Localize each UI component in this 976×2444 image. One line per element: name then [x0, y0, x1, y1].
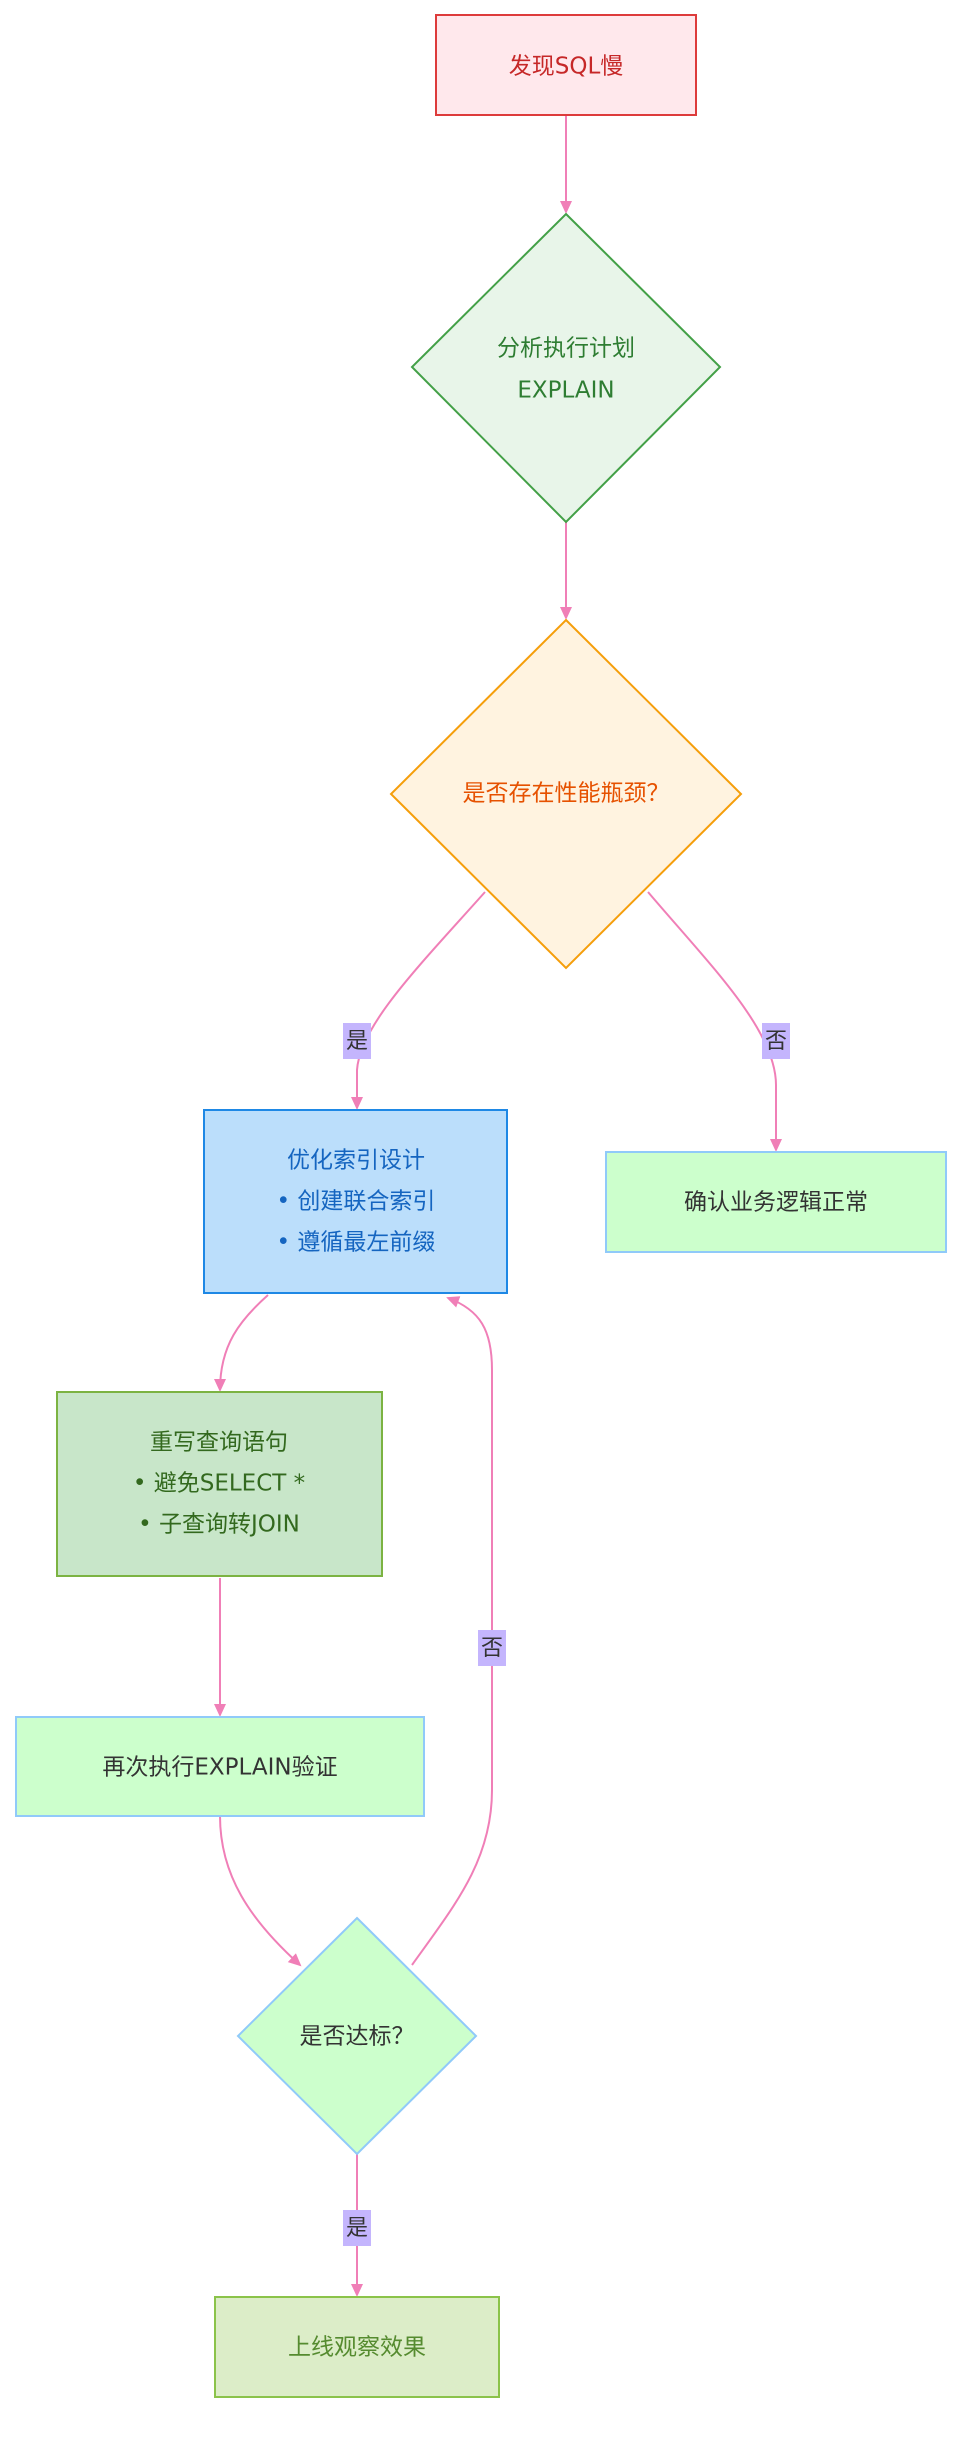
node-confirm-logic[interactable]: 确认业务逻辑正常 [605, 1151, 947, 1253]
node-find-slow-sql[interactable]: 发现SQL慢 [435, 14, 697, 116]
node-optimize-index[interactable]: 优化索引设计 • 创建联合索引 • 遵循最左前缀 [203, 1109, 508, 1294]
edge-label-bottleneck-yes-text: 是 [346, 1029, 368, 1054]
edge-label-bottleneck-yes: 是 [343, 1023, 371, 1059]
node-analyze-plan[interactable]: 分析执行计划 EXPLAIN [410, 212, 722, 524]
edge-target-to-optimize [411, 1296, 493, 1966]
node-rewrite-query-line-2: • 避免SELECT * [133, 1471, 305, 1497]
edges [214, 115, 782, 2297]
node-rewrite-query-line-1: 重写查询语句 [150, 1430, 288, 1456]
node-re-explain[interactable]: 再次执行EXPLAIN验证 [15, 1716, 425, 1817]
edge-label-bottleneck-no: 否 [762, 1023, 790, 1059]
node-meets-target-label: 是否达标？ [300, 2024, 415, 2050]
edge-label-target-no: 否 [478, 1630, 506, 1666]
node-confirm-logic-label: 确认业务逻辑正常 [684, 1190, 868, 1216]
edge-label-target-yes-text: 是 [346, 2216, 368, 2241]
node-find-slow-sql-label: 发现SQL慢 [509, 54, 624, 80]
edge-reexplain-to-target [219, 1815, 302, 1967]
node-optimize-index-line-3: • 遵循最左前缀 [277, 1230, 436, 1256]
node-analyze-plan-line-1: 分析执行计划 [497, 336, 635, 362]
node-analyze-plan-line-2: EXPLAIN [517, 378, 614, 404]
node-deploy[interactable]: 上线观察效果 [214, 2296, 500, 2398]
edge-optimize-to-rewrite [214, 1294, 269, 1392]
node-re-explain-label: 再次执行EXPLAIN验证 [102, 1755, 337, 1781]
node-optimize-index-line-2: • 创建联合索引 [277, 1189, 436, 1215]
node-rewrite-query-line-3: • 子查询转JOIN [138, 1512, 300, 1538]
edge-label-target-yes: 是 [343, 2210, 371, 2246]
edge-label-target-no-text: 否 [481, 1636, 503, 1661]
node-deploy-label: 上线观察效果 [288, 2335, 426, 2361]
edge-label-bottleneck-no-text: 否 [765, 1029, 787, 1054]
edge-bottleneck-to-confirm [647, 891, 782, 1152]
node-bottleneck-label: 是否存在性能瓶颈？ [463, 781, 670, 807]
node-meets-target-decision[interactable]: 是否达标？ [236, 1916, 478, 2156]
edge-bottleneck-to-optimize [351, 891, 486, 1110]
node-rewrite-query[interactable]: 重写查询语句 • 避免SELECT * • 子查询转JOIN [56, 1391, 383, 1577]
node-optimize-index-line-1: 优化索引设计 [287, 1148, 425, 1174]
node-bottleneck-decision[interactable]: 是否存在性能瓶颈？ [389, 618, 743, 970]
